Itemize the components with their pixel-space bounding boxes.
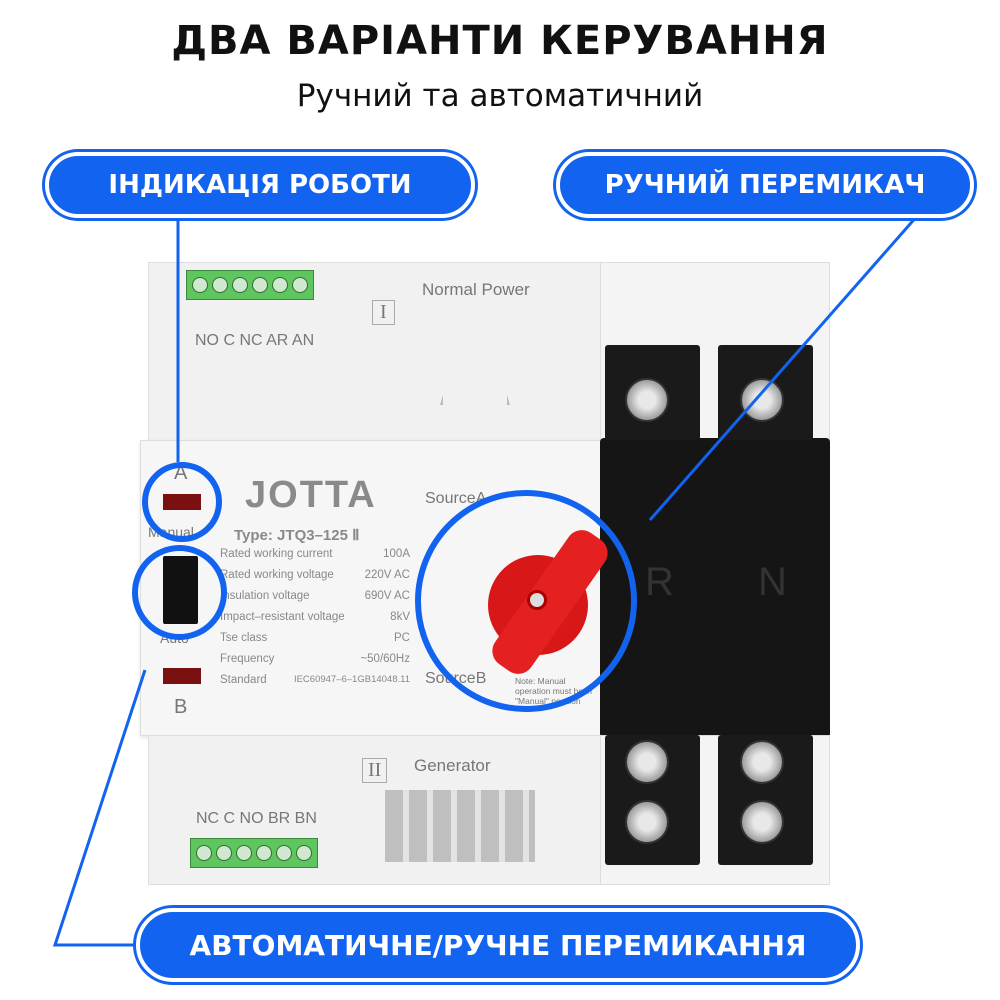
module-1-label: Normal Power <box>422 280 530 299</box>
module-1-numeral: I <box>372 300 395 325</box>
screw-icon <box>625 800 669 844</box>
callout-manual-switch: РУЧНИЙ ПЕРЕМИКАЧ <box>556 152 974 218</box>
spec-label: Frequency <box>220 653 275 665</box>
callout-line-manual <box>648 214 920 521</box>
spec-label: Standard <box>220 674 267 686</box>
screw-icon <box>740 740 784 784</box>
spec-value: 8kV <box>390 611 410 623</box>
highlight-led-a <box>142 462 222 542</box>
callout-line-auto <box>52 669 147 947</box>
spec-label: Tse class <box>220 632 268 644</box>
spec-value: 690V AC <box>364 590 410 602</box>
spec-label: Insulation voltage <box>220 590 310 602</box>
led-b-indicator <box>163 668 201 684</box>
spec-label: Rated working current <box>220 548 333 560</box>
spec-label: Rated working voltage <box>220 569 334 581</box>
callout-indication: ІНДИКАЦІЯ РОБОТИ <box>45 152 475 218</box>
black-cover <box>600 438 830 738</box>
spec-label: Impact–resistant voltage <box>220 611 345 623</box>
model-type: Type: JTQ3–125 Ⅱ <box>234 527 360 544</box>
module-2-label: Generator <box>414 756 491 775</box>
led-b-label: B <box>174 696 188 718</box>
spec-value: 220V AC <box>364 569 410 581</box>
callout-auto-manual: АВТОМАТИЧНЕ/РУЧНЕ ПЕРЕМИКАННЯ <box>136 908 860 982</box>
highlight-switch <box>132 545 227 640</box>
brand-logo: JOTTA <box>245 474 377 516</box>
screw-icon <box>625 740 669 784</box>
bottom-terminal-labels: NC C NO BR BN <box>196 810 317 827</box>
generator-icon <box>385 790 535 862</box>
page-subtitle: Ручний та автоматичний <box>296 78 704 114</box>
top-terminal-block <box>186 270 314 300</box>
source-a-label: SourceA <box>425 490 487 507</box>
top-terminal-labels: NO C NC AR AN <box>195 332 315 349</box>
spec-value: 100A <box>383 548 410 560</box>
bottom-terminal-block <box>190 838 318 868</box>
screw-icon <box>740 800 784 844</box>
highlight-knob <box>415 490 637 712</box>
spec-value: PC <box>394 632 410 644</box>
page-title: ДВА ВАРІАНТИ КЕРУВАННЯ <box>171 18 829 64</box>
pole-r-label: R <box>645 560 674 604</box>
spec-value: ~50/60Hz <box>360 653 410 665</box>
pole-n-label: N <box>758 560 787 604</box>
screw-icon <box>740 378 784 422</box>
module-2-numeral: II <box>362 758 388 783</box>
spec-value: IEC60947–6–1GB14048.11 <box>293 674 410 685</box>
screw-icon <box>625 378 669 422</box>
